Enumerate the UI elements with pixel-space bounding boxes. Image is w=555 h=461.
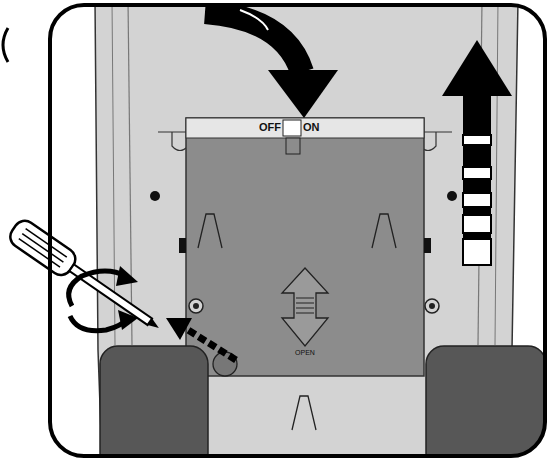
rotate-arrow: [69, 271, 126, 306]
body-edge: [495, 5, 498, 345]
body-dot: [447, 191, 457, 201]
press-arrow-head: [268, 70, 338, 118]
switch-label: OFF: [259, 121, 281, 133]
triangle-mark: [292, 396, 316, 430]
switch-tab: [286, 138, 300, 154]
screw: [425, 299, 439, 313]
switch-slider: [283, 120, 301, 136]
screwdriver-tip: [148, 318, 162, 331]
slide-arrow-shaft: [463, 207, 491, 215]
slide-arrow-band: [463, 193, 491, 207]
screwdriver-shaft: [69, 264, 152, 325]
screwdriver-handle: [6, 216, 80, 279]
switch-strip: [186, 118, 424, 138]
battery-cover: [186, 118, 424, 376]
rotate-arrow-head: [116, 266, 138, 286]
open-arrow-symbol: [282, 268, 328, 346]
slide-arrow-band: [463, 239, 491, 265]
screw-center: [193, 303, 199, 309]
slide-arrow-shaft: [463, 95, 491, 135]
open-arrow-lines: [296, 298, 314, 313]
screw-center: [429, 303, 435, 309]
triangle-mark: [198, 214, 222, 248]
slide-arrow-shaft: [463, 179, 491, 193]
dashed-arrow: [166, 318, 236, 360]
frame: [50, 5, 545, 456]
cover-tab: [179, 238, 186, 253]
switch-label: ON: [303, 121, 320, 133]
device-view: [50, 5, 545, 456]
press-arrow: [205, 12, 302, 72]
cover-tab: [424, 238, 431, 253]
press-arrow-stripe: [240, 10, 268, 30]
triangle-mark: [372, 214, 396, 248]
body-dot: [150, 191, 160, 201]
slide-arrow-head: [442, 40, 512, 96]
rotate-arrow-head: [118, 310, 138, 330]
screw: [189, 299, 203, 313]
symbol-label: OPEN: [295, 349, 315, 357]
curve-mark: [3, 28, 8, 62]
slide-arrow-band: [463, 135, 491, 145]
body-edge: [128, 5, 132, 345]
wheel: [426, 346, 545, 456]
wheel: [100, 346, 208, 456]
rotate-arrow: [70, 316, 128, 331]
slide-arrow-band: [463, 215, 491, 233]
screwdriver: [6, 216, 167, 339]
slide-arrow-band: [463, 167, 491, 179]
slide-arrow-shaft: [463, 145, 491, 167]
